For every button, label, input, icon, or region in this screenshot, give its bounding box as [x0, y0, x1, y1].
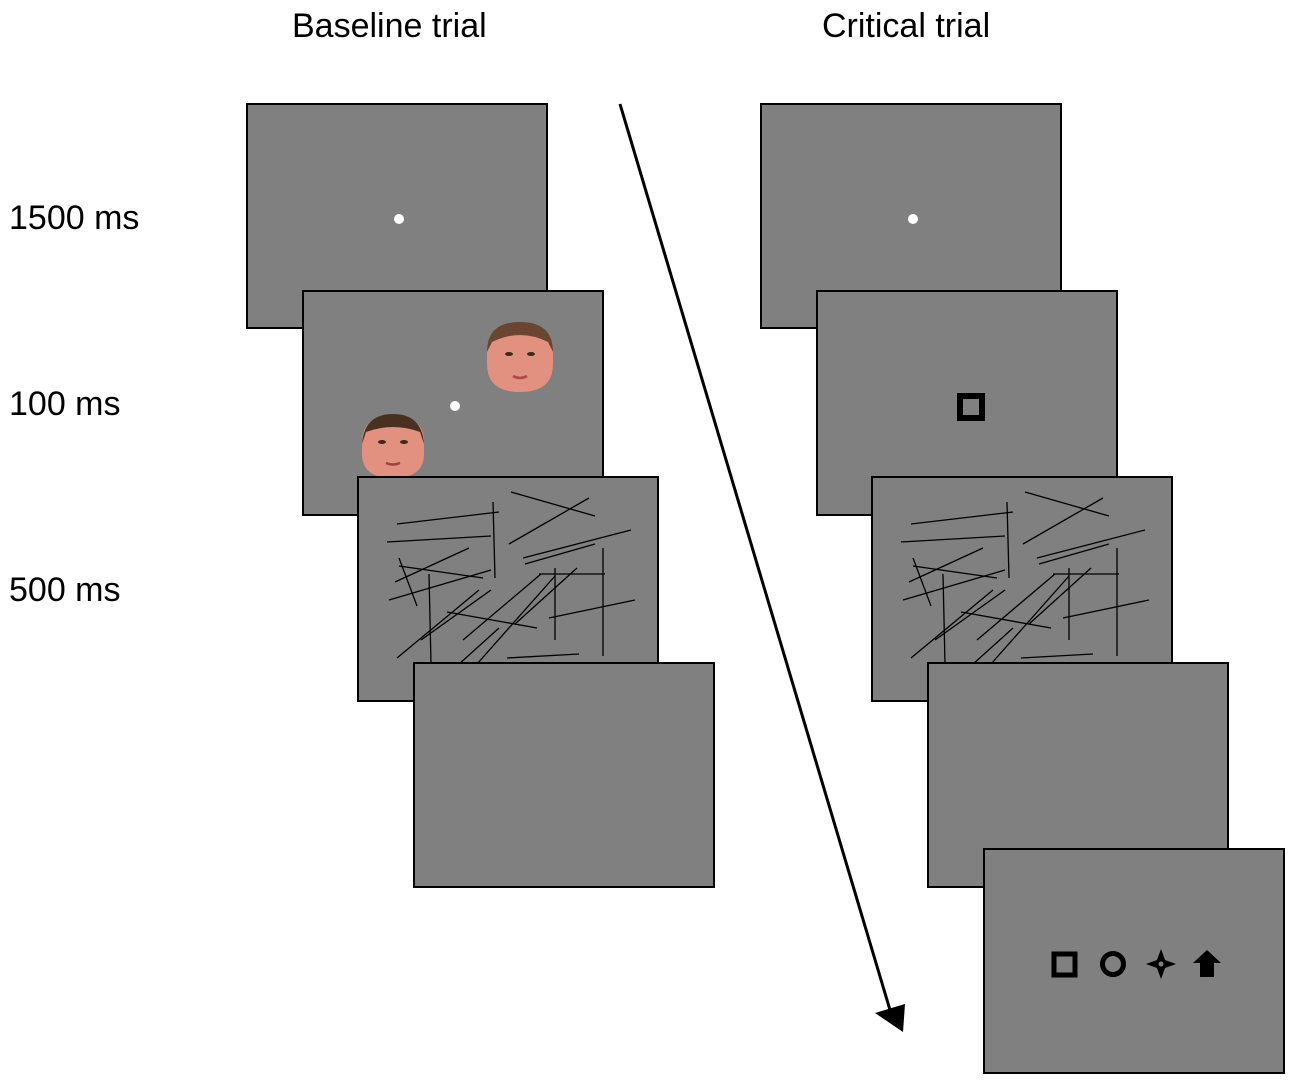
timing-label-500: 500 ms	[9, 571, 121, 609]
fixation-dot-icon	[908, 214, 918, 224]
up-arrow-icon	[1193, 950, 1221, 977]
circle-outline-icon	[1100, 951, 1126, 977]
fixation-dot-icon	[394, 214, 404, 224]
critical-fixation-svg	[908, 214, 918, 224]
square-outline-icon	[957, 393, 985, 421]
male-face-icon	[362, 414, 424, 478]
baseline-fixation-svg	[394, 214, 404, 224]
baseline-faces-svg	[362, 322, 553, 478]
critical-response-screen	[983, 848, 1285, 1074]
critical-response-svg	[1051, 949, 1221, 979]
baseline-trial-heading: Baseline trial	[292, 7, 487, 45]
female-face-icon	[487, 322, 553, 392]
baseline-mask-svg	[386, 491, 636, 700]
square-outline-icon	[1051, 951, 1078, 978]
fixation-dot-icon	[450, 401, 460, 411]
baseline-blank-screen	[413, 662, 715, 888]
critical-trial-heading: Critical trial	[822, 7, 991, 45]
critical-probe-svg	[957, 393, 985, 421]
timing-label-1500: 1500 ms	[9, 199, 140, 237]
timing-label-100: 100 ms	[9, 385, 121, 423]
